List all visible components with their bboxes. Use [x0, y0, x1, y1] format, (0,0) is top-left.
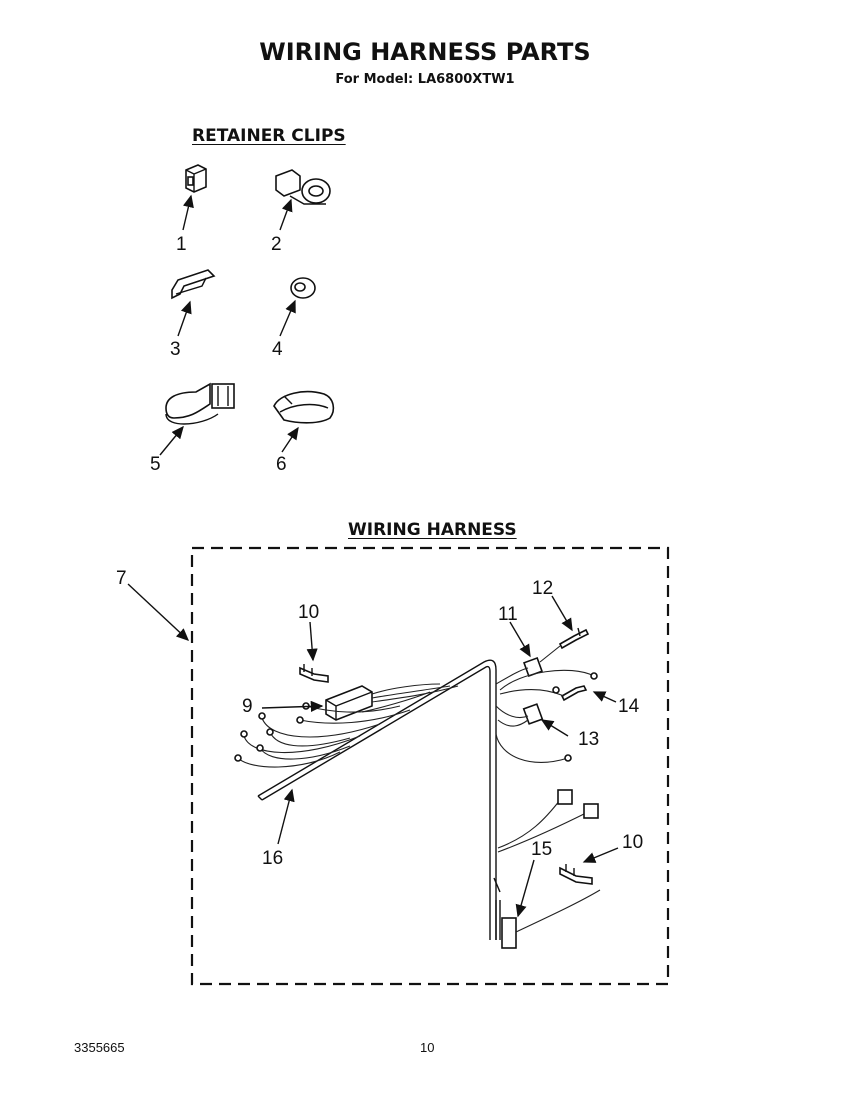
callout-4: 4 [272, 339, 283, 360]
harness-trunk [257, 659, 497, 940]
connector-block-9 [325, 685, 373, 721]
callout-6: 6 [276, 454, 287, 475]
clip-4-drawing [290, 277, 316, 299]
callout-2: 2 [271, 234, 282, 255]
wiring-harness-heading: WIRING HARNESS [348, 520, 517, 540]
clip-2-drawing [275, 169, 331, 205]
clip-3-drawing [171, 269, 216, 300]
callout-3: 3 [170, 339, 181, 360]
clip-5-drawing [165, 382, 235, 425]
callout-14: 14 [618, 696, 640, 717]
callout-12: 12 [532, 578, 554, 599]
callout-11: 11 [498, 604, 518, 625]
callout-1: 1 [176, 234, 187, 255]
callout-9: 9 [242, 696, 253, 717]
clip-6-drawing [273, 390, 335, 424]
right-wire-loop [495, 733, 572, 763]
connector-13 [495, 703, 544, 727]
connector-11 [495, 645, 561, 685]
lower-connectors [497, 789, 599, 853]
document-number: 3355665 [74, 1040, 125, 1055]
callout-7: 7 [116, 568, 127, 589]
harness-boundary-box [190, 546, 670, 986]
model-subtitle: For Model: LA6800XTW1 [335, 72, 515, 87]
terminal-10-upper [299, 664, 329, 683]
terminal-14 [499, 669, 598, 702]
page-title: WIRING HARNESS PARTS [259, 38, 591, 66]
callout-13: 13 [578, 729, 600, 750]
callout-16: 16 [262, 848, 284, 869]
callout-5: 5 [150, 454, 161, 475]
callout-10-upper: 10 [298, 602, 320, 623]
left-wires [234, 683, 459, 768]
connector-15 [493, 877, 601, 949]
callout-10-lower: 10 [622, 832, 644, 853]
terminal-12 [558, 627, 590, 650]
clip-1-drawing [185, 164, 207, 193]
retainer-clips-heading: RETAINER CLIPS [192, 126, 346, 146]
page-number: 10 [420, 1040, 435, 1055]
terminal-10-lower [559, 864, 593, 885]
callout-15: 15 [531, 839, 553, 860]
